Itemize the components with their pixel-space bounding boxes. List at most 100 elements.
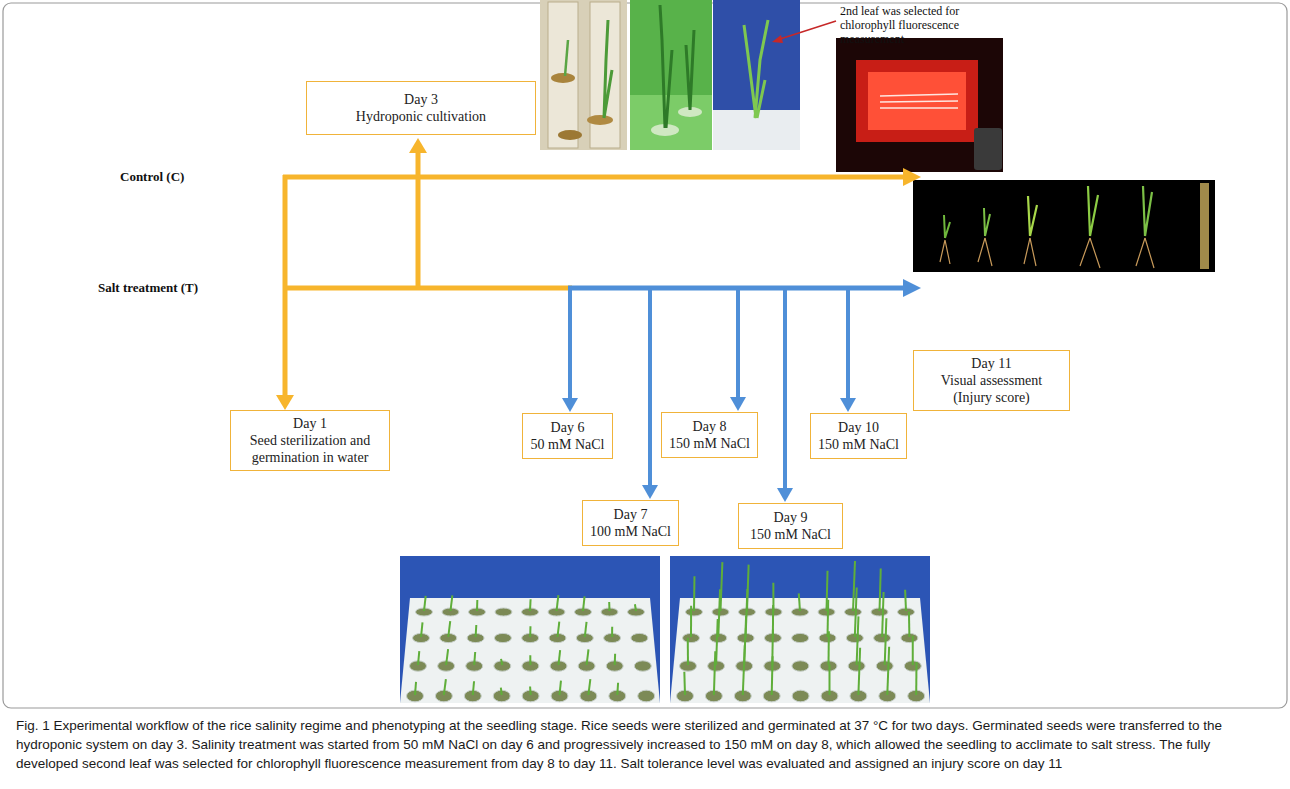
seedling-shoot xyxy=(944,215,950,238)
seedling-shoot xyxy=(1088,186,1098,236)
sprout xyxy=(557,595,559,611)
day-detail: 100 mM NaCl xyxy=(589,523,672,540)
sprout xyxy=(473,652,476,665)
sprout xyxy=(857,616,859,665)
sprout xyxy=(904,590,907,611)
day-heading: Day 10 xyxy=(817,419,900,436)
sprout xyxy=(446,649,448,665)
sprout xyxy=(829,665,831,695)
sprout xyxy=(529,655,531,665)
fluorescence-imager-photo xyxy=(836,38,1003,172)
photo-tubes xyxy=(540,0,627,150)
day-box: Day 9150 mM NaCl xyxy=(738,503,843,549)
sprout xyxy=(882,592,883,637)
day-box: Day 650 mM NaCl xyxy=(522,413,613,459)
tank-wall xyxy=(400,556,660,703)
day-heading: Day 3 xyxy=(313,91,529,108)
seedling-shoot xyxy=(1028,196,1037,236)
day-heading: Day 1 xyxy=(237,415,383,432)
arrowhead xyxy=(562,398,578,412)
sprout xyxy=(858,648,860,695)
day-detail: Hydroponic cultivation xyxy=(313,108,529,125)
sprout xyxy=(721,562,723,611)
photo-tray xyxy=(630,0,712,150)
sprout xyxy=(585,622,587,637)
day-detail: 150 mM NaCl xyxy=(745,526,836,543)
day-detail: Seed sterilization and germination in wa… xyxy=(237,432,383,466)
annotation-text: 2nd leaf was selected for chlorophyll fl… xyxy=(840,4,1012,46)
group-label: Salt treatment (T) xyxy=(98,280,198,295)
day-box: Day 10150 mM NaCl xyxy=(810,413,907,459)
tray-hole xyxy=(792,633,809,642)
day-heading: Day 6 xyxy=(529,419,606,436)
arrowhead xyxy=(840,398,856,412)
arrowhead xyxy=(903,168,921,186)
leaf-sample xyxy=(880,94,958,96)
seed xyxy=(587,115,613,125)
day-detail: Visual assessment (Injury score) xyxy=(920,372,1063,406)
sprout xyxy=(799,593,800,611)
group-label: Control (C) xyxy=(120,169,184,184)
sprout xyxy=(421,622,423,637)
sprout xyxy=(558,622,560,637)
sprout xyxy=(614,654,616,665)
seedling-leaf xyxy=(744,20,768,118)
sprout xyxy=(529,599,532,611)
arrowhead xyxy=(903,279,921,297)
tray-photo-a xyxy=(400,556,660,703)
sprout xyxy=(693,576,695,611)
seedling-leaf xyxy=(565,40,568,76)
tray-hole xyxy=(495,608,512,616)
day9-line xyxy=(783,290,787,490)
sprout xyxy=(500,688,503,695)
seedling-root xyxy=(1080,238,1100,268)
day-box: Day 8150 mM NaCl xyxy=(661,412,758,458)
control-line xyxy=(283,175,906,180)
seedling-leaf xyxy=(660,5,694,128)
imager-box xyxy=(836,38,1003,172)
sprout xyxy=(418,651,419,665)
day6-line xyxy=(568,290,572,400)
sprout xyxy=(743,645,745,695)
sprout xyxy=(476,600,478,611)
tray-hole xyxy=(631,633,648,642)
day-detail: 150 mM NaCl xyxy=(817,436,900,453)
day7-line xyxy=(648,290,652,487)
tray-hole xyxy=(634,661,651,671)
seedling-root xyxy=(1136,238,1154,268)
day-box: Day 7100 mM NaCl xyxy=(582,500,679,546)
tray-holes xyxy=(677,561,925,702)
sprout xyxy=(448,621,450,637)
seedling-root xyxy=(978,238,992,266)
tray xyxy=(400,598,660,703)
day-box: Day 3Hydroponic cultivation xyxy=(306,81,536,135)
sprout xyxy=(714,651,715,695)
sprout xyxy=(855,587,857,637)
seedling-photo xyxy=(913,180,1215,272)
day-box: Day 11Visual assessment (Injury score) xyxy=(913,350,1070,411)
arrowhead xyxy=(409,138,427,153)
seed xyxy=(558,130,582,140)
sprout xyxy=(915,662,917,695)
sprout xyxy=(690,606,692,637)
day-detail: 50 mM NaCl xyxy=(529,436,606,453)
day-heading: Day 8 xyxy=(668,418,751,435)
tray xyxy=(670,598,930,703)
sprout xyxy=(587,649,589,665)
sprout xyxy=(424,596,426,611)
annotation-arrow xyxy=(777,21,836,40)
seedling-root xyxy=(940,240,950,264)
seed xyxy=(551,73,575,83)
day10-line xyxy=(846,290,850,400)
sprout xyxy=(611,627,613,637)
sprout xyxy=(529,626,531,637)
sprout xyxy=(501,659,502,665)
sprout xyxy=(885,618,887,665)
sprout xyxy=(828,631,830,665)
treatment-line xyxy=(283,286,572,291)
sprout xyxy=(771,656,774,695)
day-box: Day 1Seed sterilization and germination … xyxy=(230,410,390,471)
day-heading: Day 9 xyxy=(745,509,836,526)
